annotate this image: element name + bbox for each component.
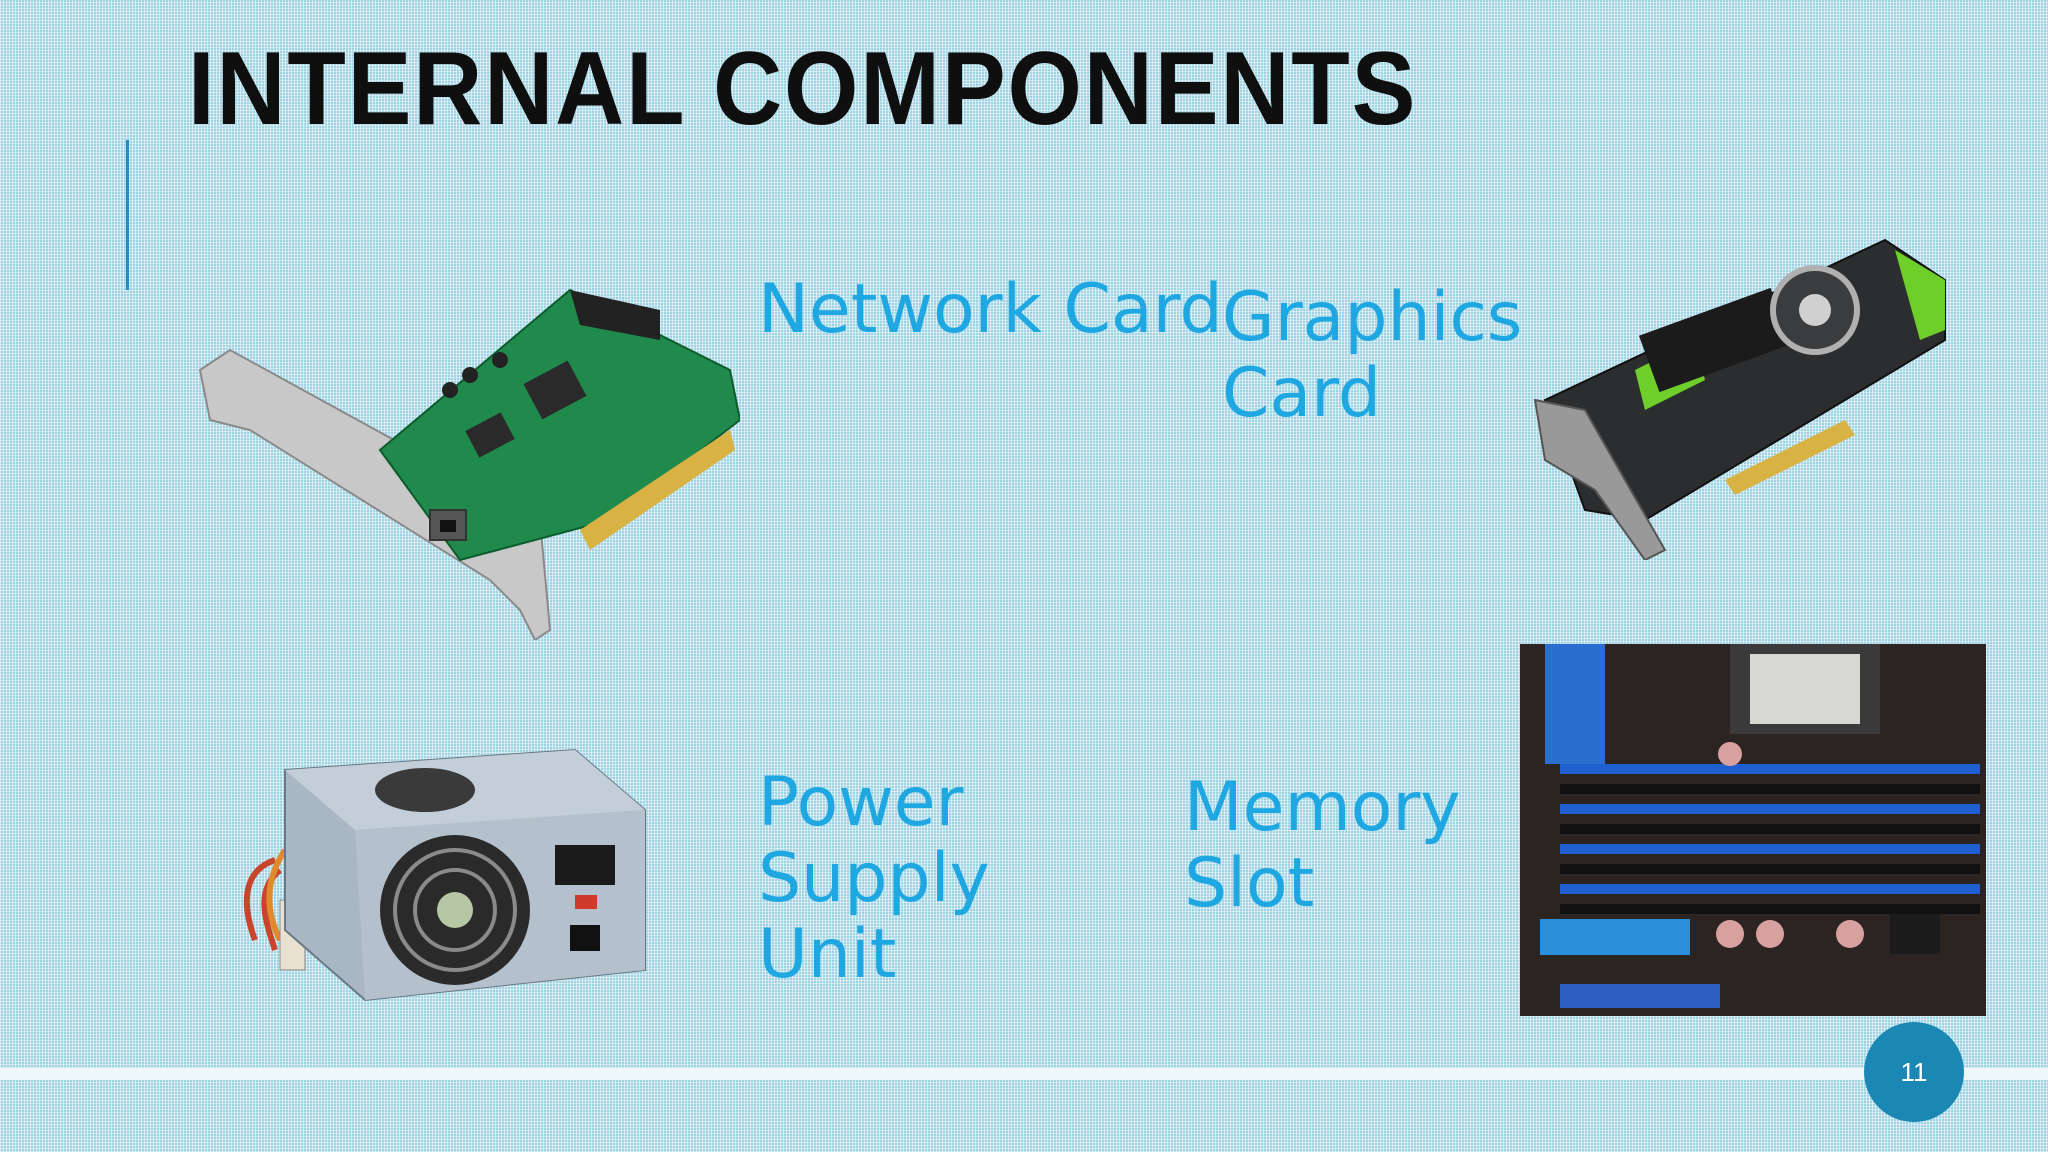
page-number-badge: 11 [1864,1022,1964,1122]
power-supply-label-line1: Power [758,763,964,842]
graphics-card-label-line1: Graphics [1222,278,1523,357]
graphics-card-label: Graphics Card [1222,278,1523,434]
memory-slot-image [1520,644,1986,1016]
memory-slot-label-line1: Memory [1184,768,1461,847]
graphics-card-label-line2: Card [1222,354,1382,434]
network-card-label-text: Network Card [758,270,1223,349]
slide-title: INTERNAL COMPONENTS [188,31,1418,147]
network-card-image [198,288,740,640]
network-card-label: Network Card [758,270,1223,349]
footer-band [0,1068,2048,1080]
memory-slot-label-line2: Slot [1184,844,1315,924]
power-supply-image [243,748,646,1002]
power-supply-label: Power Supply Unit [758,763,990,995]
power-supply-label-line3: Unit [758,915,897,995]
power-supply-label-line2: Supply [758,839,990,919]
graphics-card-image [1533,238,1946,560]
accent-line [126,140,129,290]
memory-slot-label: Memory Slot [1184,768,1461,924]
page-number: 11 [1900,1056,1928,1087]
